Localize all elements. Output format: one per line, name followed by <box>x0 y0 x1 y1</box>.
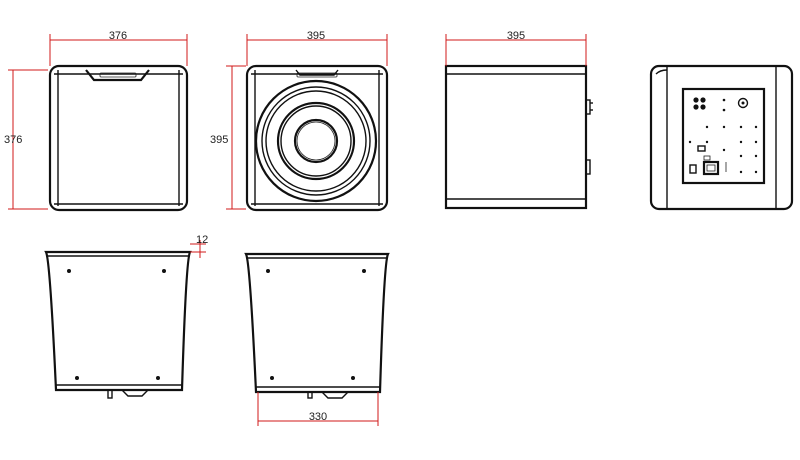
driver-width-label: 395 <box>307 30 325 42</box>
power-inlet <box>702 160 720 176</box>
side-view <box>444 64 593 210</box>
tapered-view-left <box>44 250 192 399</box>
side-width-label: 395 <box>507 30 525 42</box>
woofer-dust-cap <box>293 118 339 164</box>
front-height-label: 376 <box>4 134 22 146</box>
front-width-dimension: 376 <box>49 30 188 66</box>
woofer-cone <box>276 101 356 181</box>
rear-view <box>649 64 794 211</box>
driver-width-dimension: 395 <box>246 30 388 66</box>
front-height-dimension: 376 <box>4 69 48 210</box>
base-width-label: 330 <box>309 411 327 423</box>
top-offset-dimension: 12 <box>190 234 208 258</box>
front-view <box>48 64 189 212</box>
driver-height-dimension: 395 <box>210 65 246 210</box>
driver-height-label: 395 <box>210 134 228 146</box>
driver-view <box>245 64 389 212</box>
tapered-view-right <box>244 252 390 399</box>
amplifier-panel <box>681 87 766 185</box>
side-width-dimension: 395 <box>445 30 587 66</box>
front-width-label: 376 <box>109 30 127 42</box>
base-width-dimension: 330 <box>257 392 379 426</box>
top-offset-label: 12 <box>196 234 208 246</box>
woofer-surround-outer <box>254 79 378 203</box>
